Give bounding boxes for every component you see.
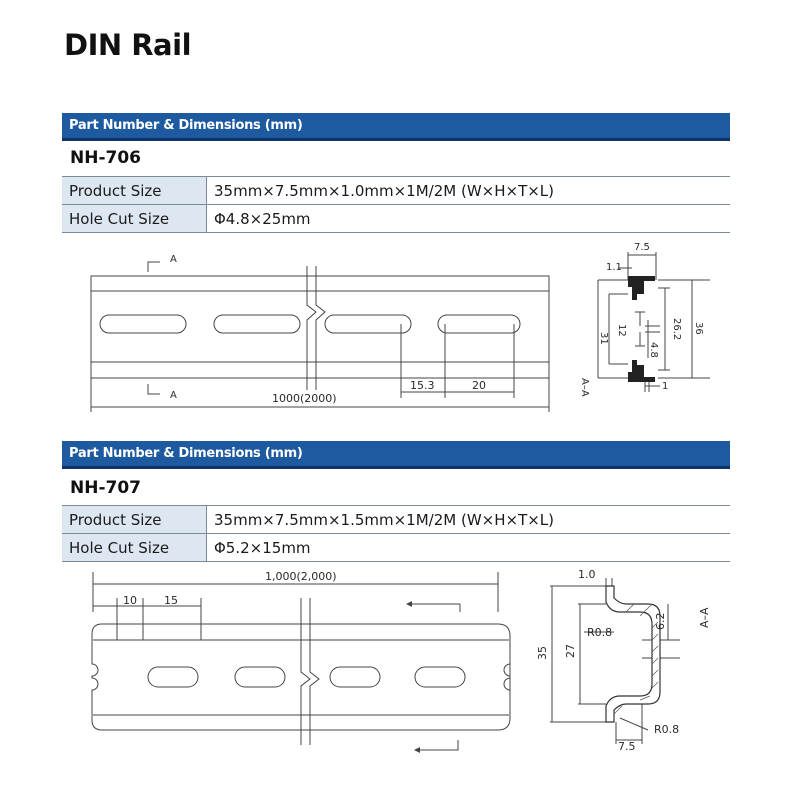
page-title: DIN Rail: [64, 28, 192, 62]
profile-radius-top: R0.8: [587, 626, 612, 639]
spec-label: Hole Cut Size: [62, 204, 207, 233]
profile-dim-lip: 1.1: [606, 262, 622, 273]
section-marker-top: A: [170, 254, 177, 265]
table-row: Product Size 35mm×7.5mm×1.0mm×1M/2M (W×H…: [62, 176, 730, 205]
dim-label-b: 15: [164, 594, 178, 607]
spec-table-nh-706: Product Size 35mm×7.5mm×1.0mm×1M/2M (W×H…: [62, 176, 730, 233]
profile-dim-hole: 4.8: [648, 342, 659, 358]
profile-dim-6-2: 6.2: [654, 613, 667, 631]
profile-dim-35: 35: [536, 646, 549, 660]
spec-label: Product Size: [62, 505, 207, 534]
section-label-a-a: A–A: [698, 607, 711, 628]
profile-dim-26: 26.2: [671, 318, 682, 340]
dim-label-a: 10: [123, 594, 137, 607]
rail-drawing-nh-707: 1,000(2,000) 10 15 1.0 R0.8 R0.8 7: [91, 568, 711, 753]
section-header-nh-706: Part Number & Dimensions (mm): [62, 113, 730, 141]
spec-value: Φ5.2×15mm: [206, 533, 730, 562]
length-label: 1,000(2,000): [265, 570, 337, 583]
rail-drawing-nh-706: A A 15.3 20 1000(2000) 7.5 1.1 1 31 12: [90, 242, 710, 412]
dim-label-a: 15.3: [410, 379, 435, 392]
length-label: 1000(2000): [272, 392, 337, 405]
table-row: Hole Cut Size Φ4.8×25mm: [62, 204, 730, 233]
section-marker-bottom: A: [170, 390, 177, 401]
profile-dim-bottom: 7.5: [618, 740, 636, 753]
spec-label: Product Size: [62, 176, 207, 205]
section-label-a-a: A–A: [579, 378, 590, 397]
part-number-nh-706: NH-706: [70, 148, 141, 168]
profile-radius-bottom: R0.8: [654, 723, 679, 736]
table-row: Product Size 35mm×7.5mm×1.5mm×1M/2M (W×H…: [62, 505, 730, 534]
profile-dim-27: 27: [564, 644, 577, 658]
section-header-nh-707: Part Number & Dimensions (mm): [62, 441, 730, 469]
profile-dim-top: 7.5: [634, 242, 650, 253]
profile-dim-bottom: 1: [662, 381, 668, 392]
profile-dim-36: 36: [693, 322, 704, 335]
profile-dim-12: 12: [616, 324, 627, 337]
dim-label-b: 20: [472, 379, 486, 392]
table-row: Hole Cut Size Φ5.2×15mm: [62, 533, 730, 562]
spec-label: Hole Cut Size: [62, 533, 207, 562]
spec-value: 35mm×7.5mm×1.5mm×1M/2M (W×H×T×L): [206, 505, 730, 534]
spec-table-nh-707: Product Size 35mm×7.5mm×1.5mm×1M/2M (W×H…: [62, 505, 730, 562]
spec-value: 35mm×7.5mm×1.0mm×1M/2M (W×H×T×L): [206, 176, 730, 205]
spec-value: Φ4.8×25mm: [206, 204, 730, 233]
profile-dim-31: 31: [598, 332, 609, 345]
part-number-nh-707: NH-707: [70, 478, 141, 498]
profile-dim-top: 1.0: [578, 568, 596, 581]
